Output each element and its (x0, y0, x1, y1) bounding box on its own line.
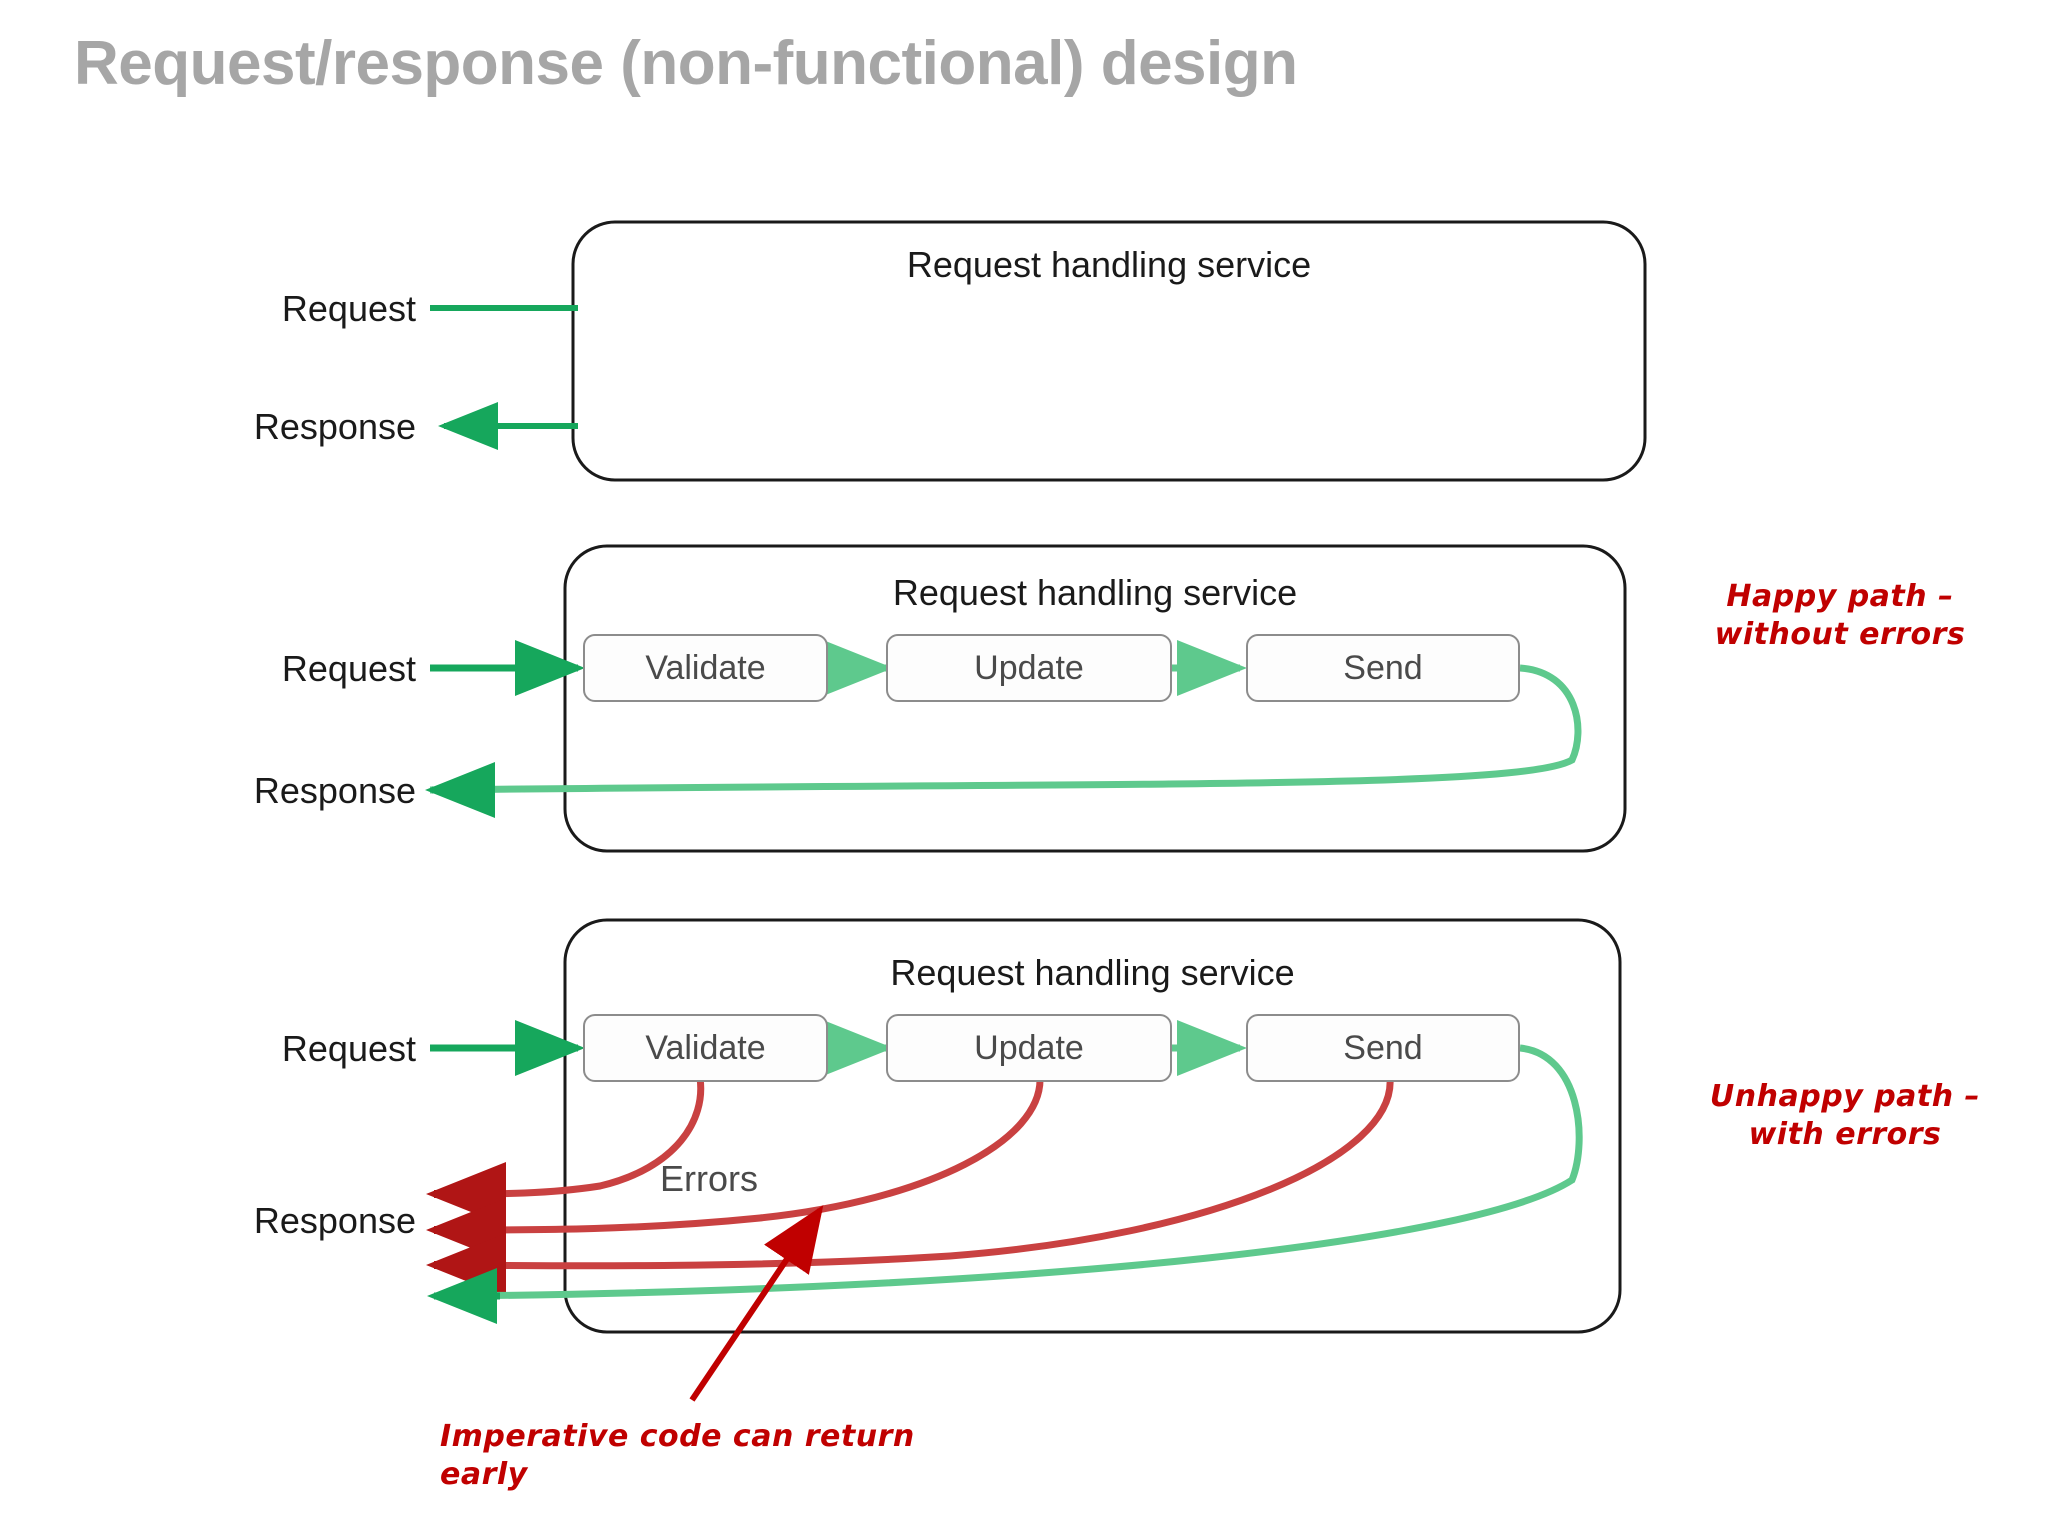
stage-box-label: Send (1343, 648, 1423, 687)
errors-label: Errors (660, 1158, 758, 1199)
stage-box-send-unhappy[interactable]: Send (1246, 1014, 1520, 1082)
stage-box-label: Send (1343, 1028, 1423, 1067)
page-title: Request/response (non-functional) design (74, 29, 1298, 98)
stage-box-label: Update (974, 648, 1084, 687)
stage-box-label: Update (974, 1028, 1084, 1067)
panel-plain-title: Request handling service (906, 244, 1312, 285)
panel-happy-title: Request handling service (892, 572, 1298, 613)
stage-box-validate-happy[interactable]: Validate (583, 634, 828, 702)
note-happy-path: Happy path – without errors (1714, 579, 1966, 652)
panel-happy-outline (563, 544, 1627, 853)
early-return-pointer-arrow (689, 1205, 824, 1402)
stage-box-validate-unhappy[interactable]: Validate (583, 1014, 828, 1082)
stage-box-send-happy[interactable]: Send (1246, 634, 1520, 702)
panel-unhappy-outline (563, 918, 1622, 1334)
panel-plain-request-label: Request (281, 288, 416, 329)
panel-unhappy-response-label: Response (253, 1200, 416, 1241)
stage-box-update-happy[interactable]: Update (886, 634, 1172, 702)
error-curve-update (451, 1077, 1044, 1234)
panel-plain-outline (571, 220, 1647, 482)
stage-box-label: Validate (645, 648, 766, 687)
panel-unhappy-title: Request handling service (890, 952, 1295, 993)
panel-unhappy-request-label: Request (281, 1028, 416, 1069)
stage-box-label: Validate (645, 1028, 766, 1067)
panel-happy-return-curve (429, 664, 1582, 794)
panel-happy-request-label: Request (281, 648, 416, 689)
error-curve-send (451, 1077, 1394, 1270)
note-unhappy-path: Unhappy path – with errors (1709, 1079, 1981, 1152)
panel-plain-response-label: Response (253, 406, 416, 447)
stage-box-update-unhappy[interactable]: Update (886, 1014, 1172, 1082)
panel-happy-response-label: Response (253, 770, 416, 811)
note-early-return: Imperative code can return early (440, 1419, 915, 1492)
panel-unhappy-return-curve (451, 1044, 1583, 1300)
